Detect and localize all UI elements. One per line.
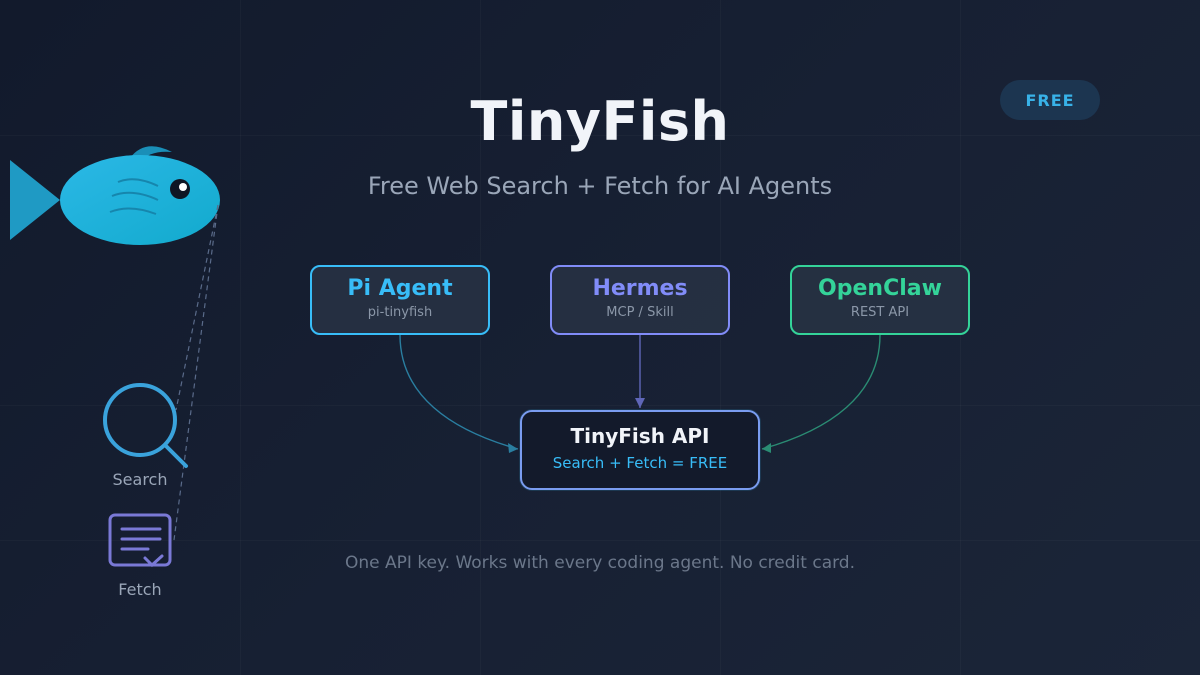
fetch-label: Fetch [118, 580, 162, 599]
footer-tagline: One API key. Works with every coding age… [345, 553, 855, 573]
fish-icon [10, 146, 220, 245]
free-badge: FREE [1000, 80, 1100, 120]
agent-node-hermes: Hermes MCP / Skill [550, 265, 730, 335]
agent-node-openclaw: OpenClaw REST API [790, 265, 970, 335]
agent-detail: MCP / Skill [606, 305, 674, 320]
arrowhead [508, 443, 518, 453]
connector-openclaw-api [761, 334, 881, 450]
api-detail: Search + Fetch = FREE [552, 454, 728, 472]
arrowhead [635, 398, 645, 408]
api-name: TinyFish API [570, 424, 710, 448]
page-title: TinyFish [470, 90, 730, 153]
arrowhead [762, 443, 771, 453]
search-label: Search [112, 470, 168, 489]
agent-name: OpenClaw [818, 276, 942, 301]
dashed-connector [175, 204, 219, 411]
agent-name: Hermes [592, 276, 688, 301]
agent-detail: REST API [850, 305, 910, 320]
document-icon [108, 513, 172, 568]
api-node: TinyFish API Search + Fetch = FREE [520, 410, 760, 490]
agent-node-pi: Pi Agent pi-tinyfish [310, 265, 490, 335]
connector-pi-api [399, 334, 519, 450]
magnifier-icon [103, 383, 188, 468]
agent-detail: pi-tinyfish [367, 305, 433, 320]
page-subtitle: Free Web Search + Fetch for AI Agents [367, 172, 833, 200]
dashed-connector [173, 204, 219, 541]
agent-name: Pi Agent [347, 276, 453, 301]
